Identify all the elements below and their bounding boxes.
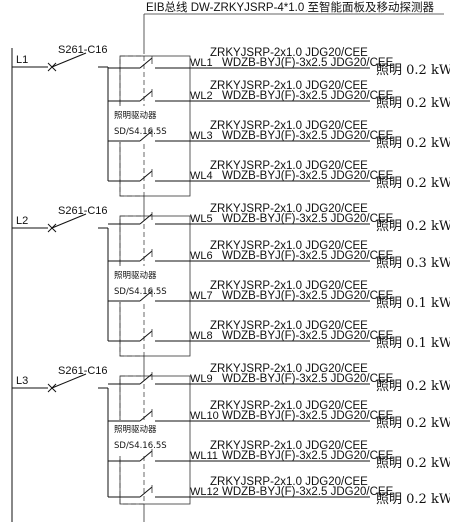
cable-spec-control: ZRKYJSRP-2x1.0 JDG20/CEE bbox=[210, 280, 368, 292]
cable-spec-power: WDZB-BYJ(F)-3x2.5 JDG20/CEE bbox=[222, 57, 394, 69]
driver-contact bbox=[139, 57, 153, 69]
driver-model: SD/S4.16.5S bbox=[114, 127, 167, 137]
driver-name: 照明驱动器 bbox=[114, 270, 157, 281]
load-label: 照明 0.2 kW bbox=[376, 492, 450, 507]
cable-spec-control: ZRKYJSRP-2x1.0 JDG20/CEE bbox=[210, 80, 368, 92]
cable-spec-power: WDZB-BYJ(F)-3x2.5 JDG20/CEE bbox=[222, 90, 394, 102]
load-label: 照明 0.1 kW bbox=[376, 296, 450, 311]
driver-contact bbox=[139, 130, 153, 142]
circuit-id: WL3 bbox=[190, 130, 213, 142]
load-label: 照明 0.3 kW bbox=[376, 256, 450, 271]
circuit-id: WL5 bbox=[190, 213, 213, 225]
cable-spec-power: WDZB-BYJ(F)-3x2.5 JDG20/CEE bbox=[222, 250, 394, 262]
circuit-id: WL9 bbox=[190, 373, 213, 385]
cable-spec-control: ZRKYJSRP-2x1.0 JDG20/CEE bbox=[210, 47, 368, 59]
driver-contact bbox=[139, 330, 153, 342]
cable-spec-power: WDZB-BYJ(F)-3x2.5 JDG20/CEE bbox=[222, 330, 394, 342]
driver-label-bg bbox=[112, 420, 152, 456]
load-label: 照明 0.2 kW bbox=[376, 456, 450, 471]
circuit-group-l3: L3S261-C16照明驱动器SD/S4.16.5SZRKYJSRP-2x1.0… bbox=[12, 363, 450, 507]
breaker-label: S261-C16 bbox=[58, 44, 108, 56]
breaker-contact bbox=[51, 52, 87, 68]
driver-model: SD/S4.16.5S bbox=[114, 441, 167, 451]
circuit-id: WL1 bbox=[190, 57, 213, 69]
circuit-group-l2: L2S261-C16照明驱动器SD/S4.16.5SZRKYJSRP-2x1.0… bbox=[12, 203, 450, 357]
driver-model: SD/S4.16.5S bbox=[114, 287, 167, 297]
cable-spec-control: ZRKYJSRP-2x1.0 JDG20/CEE bbox=[210, 120, 368, 132]
driver-name: 照明驱动器 bbox=[114, 110, 157, 121]
load-label: 照明 0.2 kW bbox=[376, 63, 450, 78]
cable-spec-power: WDZB-BYJ(F)-3x2.5 JDG20/CEE bbox=[222, 373, 394, 385]
cable-spec-control: ZRKYJSRP-2x1.0 JDG20/CEE bbox=[210, 363, 368, 375]
cable-spec-control: ZRKYJSRP-2x1.0 JDG20/CEE bbox=[210, 400, 368, 412]
circuit-id: WL7 bbox=[190, 290, 213, 302]
phase-label: L1 bbox=[16, 54, 28, 66]
load-label: 照明 0.1 kW bbox=[376, 336, 450, 351]
circuit-id: WL12 bbox=[190, 486, 219, 498]
driver-contact bbox=[139, 486, 153, 498]
driver-contact bbox=[139, 410, 153, 422]
breaker-contact bbox=[51, 373, 87, 389]
driver-contact bbox=[139, 290, 153, 302]
cable-spec-power: WDZB-BYJ(F)-3x2.5 JDG20/CEE bbox=[222, 486, 394, 498]
driver-contact bbox=[139, 213, 153, 225]
breaker-contact bbox=[51, 213, 87, 229]
driver-contact bbox=[139, 90, 153, 102]
load-label: 照明 0.2 kW bbox=[376, 416, 450, 431]
circuit-id: WL8 bbox=[190, 330, 213, 342]
circuit-id: WL10 bbox=[190, 410, 219, 422]
load-label: 照明 0.2 kW bbox=[376, 176, 450, 191]
circuit-id: WL2 bbox=[190, 90, 213, 102]
breaker-label: S261-C16 bbox=[58, 205, 108, 217]
driver-contact bbox=[139, 373, 153, 385]
cable-spec-control: ZRKYJSRP-2x1.0 JDG20/CEE bbox=[210, 476, 368, 488]
cable-spec-power: WDZB-BYJ(F)-3x2.5 JDG20/CEE bbox=[222, 170, 394, 182]
circuit-id: WL4 bbox=[190, 170, 213, 182]
driver-name: 照明驱动器 bbox=[114, 424, 157, 435]
cable-spec-power: WDZB-BYJ(F)-3x2.5 JDG20/CEE bbox=[222, 410, 394, 422]
cable-spec-control: ZRKYJSRP-2x1.0 JDG20/CEE bbox=[210, 240, 368, 252]
circuit-group-l1: L1S261-C16照明驱动器SD/S4.16.5SZRKYJSRP-2x1.0… bbox=[12, 44, 450, 197]
cable-spec-control: ZRKYJSRP-2x1.0 JDG20/CEE bbox=[210, 440, 368, 452]
circuit-id: WL11 bbox=[190, 450, 218, 462]
phase-label: L3 bbox=[16, 375, 28, 387]
driver-contact bbox=[139, 450, 153, 462]
cable-spec-control: ZRKYJSRP-2x1.0 JDG20/CEE bbox=[210, 203, 368, 215]
circuit-id: WL6 bbox=[190, 250, 213, 262]
load-label: 照明 0.2 kW bbox=[376, 219, 450, 234]
cable-spec-power: WDZB-BYJ(F)-3x2.5 JDG20/CEE bbox=[222, 130, 394, 142]
load-label: 照明 0.2 kW bbox=[376, 96, 450, 111]
cable-spec-control: ZRKYJSRP-2x1.0 JDG20/CEE bbox=[210, 160, 368, 172]
load-label: 照明 0.2 kW bbox=[376, 136, 450, 151]
cable-spec-power: WDZB-BYJ(F)-3x2.5 JDG20/CEE bbox=[222, 450, 394, 462]
load-label: 照明 0.2 kW bbox=[376, 379, 450, 394]
driver-contact bbox=[139, 170, 153, 182]
cable-spec-power: WDZB-BYJ(F)-3x2.5 JDG20/CEE bbox=[222, 290, 394, 302]
cable-spec-power: WDZB-BYJ(F)-3x2.5 JDG20/CEE bbox=[222, 213, 394, 225]
cable-spec-control: ZRKYJSRP-2x1.0 JDG20/CEE bbox=[210, 320, 368, 332]
eib-bus-label: EIB总线 DW-ZRKYJSRP-4*1.0 至智能面板及移动探测器 bbox=[146, 0, 434, 14]
breaker-label: S261-C16 bbox=[58, 365, 108, 377]
driver-contact bbox=[139, 250, 153, 262]
phase-label: L2 bbox=[16, 215, 28, 227]
